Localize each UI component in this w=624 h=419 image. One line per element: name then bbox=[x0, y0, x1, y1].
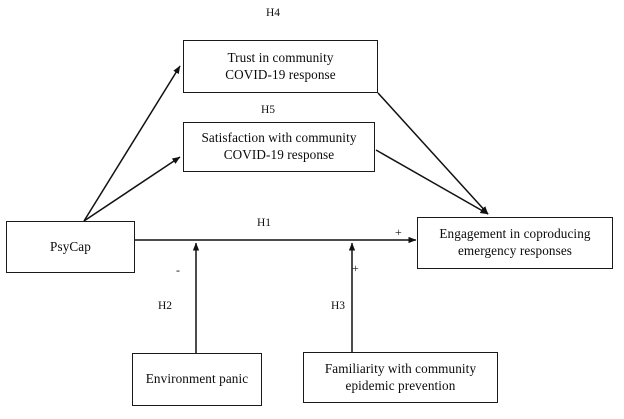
node-engagement-in-coproducing[interactable]: Engagement in coproducing emergency resp… bbox=[417, 217, 613, 269]
hypothesis-label-h5: H5 bbox=[261, 104, 276, 116]
edge-psycap-to-satisfaction bbox=[83, 156, 181, 222]
node-environment-panic[interactable]: Environment panic bbox=[132, 353, 262, 406]
node-trust-label: Trust in community COVID-19 response bbox=[225, 49, 336, 82]
hypothesis-label-h4: H4 bbox=[266, 7, 281, 19]
node-psycap[interactable]: PsyCap bbox=[6, 221, 135, 273]
edge-trust-to-engagement bbox=[377, 92, 489, 215]
sign-label-h2-negative: - bbox=[176, 263, 180, 277]
node-familiarity-with-community[interactable]: Familiarity with community epidemic prev… bbox=[303, 352, 498, 403]
sign-label-h1-positive: + bbox=[395, 225, 402, 239]
node-satisfaction-with-community[interactable]: Satisfaction with community COVID-19 res… bbox=[183, 122, 375, 172]
node-familiarity-label: Familiarity with community epidemic prev… bbox=[324, 360, 477, 393]
node-satisfaction-label: Satisfaction with community COVID-19 res… bbox=[201, 130, 357, 162]
sign-label-h3-positive: + bbox=[352, 261, 359, 275]
node-trust-in-community[interactable]: Trust in community COVID-19 response bbox=[183, 40, 378, 93]
hypothesis-label-h2: H2 bbox=[158, 300, 173, 312]
hypothesis-label-h1: H1 bbox=[257, 217, 272, 229]
node-psycap-label: PsyCap bbox=[50, 238, 91, 254]
hypothesis-label-h3: H3 bbox=[331, 300, 346, 312]
edge-psycap-to-trust bbox=[83, 65, 181, 222]
node-engagement-label: Engagement in coproducing emergency resp… bbox=[439, 226, 591, 258]
edge-satisfaction-to-engagement bbox=[375, 149, 489, 215]
node-environment-panic-label: Environment panic bbox=[145, 371, 249, 387]
